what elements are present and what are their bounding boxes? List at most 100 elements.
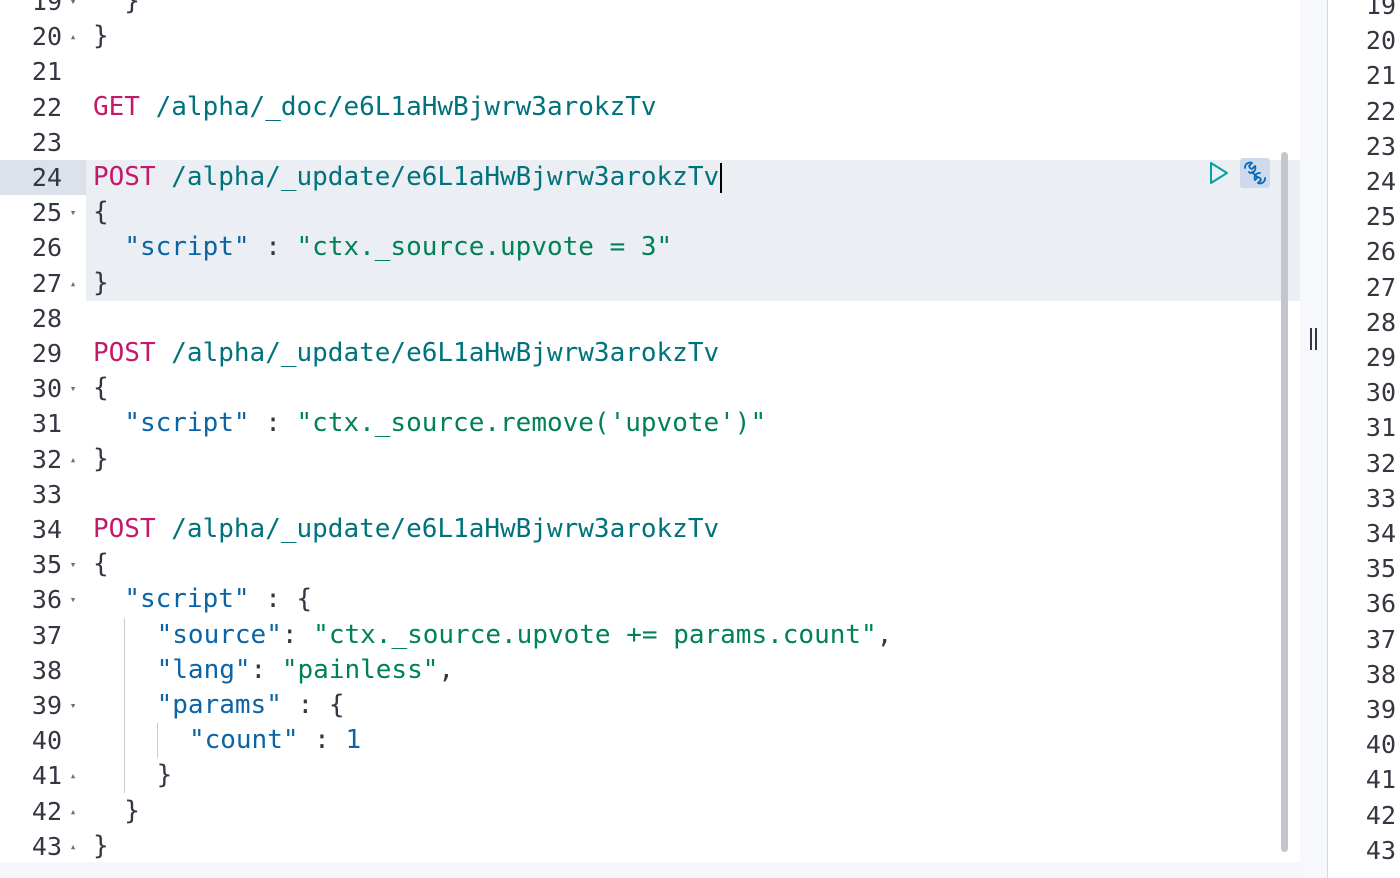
fold-expand-icon[interactable]: ▴ [69, 769, 77, 783]
line-number: 38 [31, 655, 62, 685]
token-punct: : [250, 654, 282, 685]
indent-guide [156, 723, 158, 759]
fold-expand-icon[interactable]: ▴ [69, 276, 77, 290]
editor-line[interactable]: 20 ▴} [0, 19, 1300, 54]
token-punct: } [93, 795, 140, 826]
pane-resizer[interactable] [1300, 0, 1327, 878]
editor-line[interactable]: 23 [0, 125, 1300, 160]
editor-line[interactable]: 35▾{ [0, 547, 1300, 582]
editor-line[interactable]: 31 "script" : "ctx._source.remove('upvot… [0, 406, 1300, 441]
output-line-number: 39 [1365, 695, 1396, 724]
fold-collapse-icon[interactable]: ▾ [69, 206, 77, 220]
token-method: POST [93, 162, 156, 192]
editor-line[interactable]: 43 ▴} [0, 829, 1300, 864]
line-code: GET /alpha/_doc/e6L1aHwBjwrw3arokzTv [93, 90, 657, 125]
token-str: "ctx._source.upvote = 3" [296, 232, 673, 263]
line-number: 23 [31, 127, 62, 157]
editor-line[interactable]: 42 ▴ } [0, 794, 1300, 829]
fold-collapse-icon[interactable]: ▾ [69, 382, 77, 396]
token-punct [141, 690, 157, 720]
token-punct: { [93, 373, 109, 404]
line-number: 43 [31, 831, 62, 861]
line-number: 31 [31, 409, 62, 439]
resize-handle-icon[interactable] [1308, 328, 1318, 352]
line-code: } [93, 794, 140, 829]
output-line-number: 21 [1365, 61, 1396, 91]
line-code-bg [86, 265, 1300, 301]
token-punct: { [93, 197, 109, 228]
editor-line[interactable]: 38 "lang": "painless", [0, 652, 1300, 688]
line-number: 42 [31, 796, 62, 826]
request-settings-button[interactable] [1240, 158, 1270, 188]
request-actions [1204, 156, 1270, 190]
editor-line[interactable]: 30▾{ [0, 371, 1300, 406]
editor-line[interactable]: 37 "source": "ctx._source.upvote += para… [0, 617, 1300, 653]
indent-space [125, 690, 141, 720]
token-punct: } [93, 21, 109, 52]
text-cursor [720, 163, 722, 193]
fold-collapse-icon[interactable]: ▾ [69, 0, 77, 8]
indent-space [125, 655, 141, 685]
indent-space [93, 655, 124, 685]
run-request-button[interactable] [1204, 158, 1234, 188]
output-line-number: 24 [1365, 167, 1396, 196]
fold-expand-icon[interactable]: ▴ [69, 30, 77, 44]
editor-line[interactable]: 27▴} [0, 265, 1300, 301]
token-url: /alpha/_doc/e6L1aHwBjwrw3arokzTv [139, 91, 657, 122]
token-punct [141, 620, 157, 650]
line-code-bg [86, 54, 1300, 89]
fold-collapse-icon[interactable]: ▾ [69, 593, 77, 607]
editor-scrollbar[interactable] [1281, 152, 1288, 852]
line-number: 36 [31, 585, 62, 615]
line-code: } [93, 758, 172, 794]
editor-line[interactable]: 21 [0, 54, 1300, 89]
editor-line[interactable]: 19▾ } [0, 0, 1300, 19]
editor-line[interactable]: 28 [0, 301, 1300, 336]
line-code: } [93, 829, 109, 864]
output-line-number: 41 [1365, 765, 1396, 795]
editor-line[interactable]: 33 [0, 477, 1300, 512]
line-code: "lang": "painless", [93, 652, 454, 688]
line-number: 20 [31, 22, 62, 52]
line-number: 29 [31, 339, 62, 368]
token-url: /alpha/_update/e6L1aHwBjwrw3arokzTv [155, 338, 720, 368]
fold-collapse-icon[interactable]: ▾ [69, 558, 77, 572]
indent-space [93, 690, 124, 720]
line-gutter-bg [0, 160, 86, 196]
token-punct [141, 655, 157, 685]
token-punct: } [93, 443, 109, 474]
editor-line[interactable]: 41 ▴ } [0, 758, 1300, 794]
editor-line[interactable]: 40 "count" : 1 [0, 723, 1300, 759]
line-number: 35 [31, 550, 62, 580]
token-url: /alpha/_update/e6L1aHwBjwrw3arokzTv [155, 514, 720, 544]
output-line-number: 23 [1365, 131, 1396, 161]
line-code-bg [86, 195, 1300, 231]
indent-guide [124, 758, 126, 794]
fold-collapse-icon[interactable]: ▾ [69, 699, 77, 712]
line-code-bg [86, 442, 1300, 477]
line-number: 41 [31, 761, 62, 791]
token-punct: : { [281, 690, 345, 720]
pane-divider [1327, 0, 1328, 878]
token-key: "lang" [156, 654, 251, 685]
fold-expand-icon[interactable]: ▴ [69, 804, 77, 818]
token-punct: : [249, 232, 297, 263]
fold-expand-icon[interactable]: ▴ [69, 839, 77, 853]
editor-line[interactable]: 25▾{ [0, 195, 1300, 231]
editor-line[interactable]: 32▴} [0, 442, 1300, 477]
editor-line[interactable]: 39▾ "params" : { [0, 688, 1300, 723]
fold-expand-icon[interactable]: ▴ [69, 452, 77, 466]
token-punct: : [249, 408, 297, 439]
line-code: "script" : "ctx._source.remove('upvote')… [93, 406, 766, 441]
output-line-number: 40 [1365, 730, 1396, 760]
line-code-bg [86, 477, 1300, 512]
editor-line[interactable]: 36▾ "script" : { [0, 582, 1300, 617]
editor-line[interactable]: 26 "script" : "ctx._source.upvote = 3" [0, 230, 1300, 266]
token-punct [93, 232, 124, 262]
